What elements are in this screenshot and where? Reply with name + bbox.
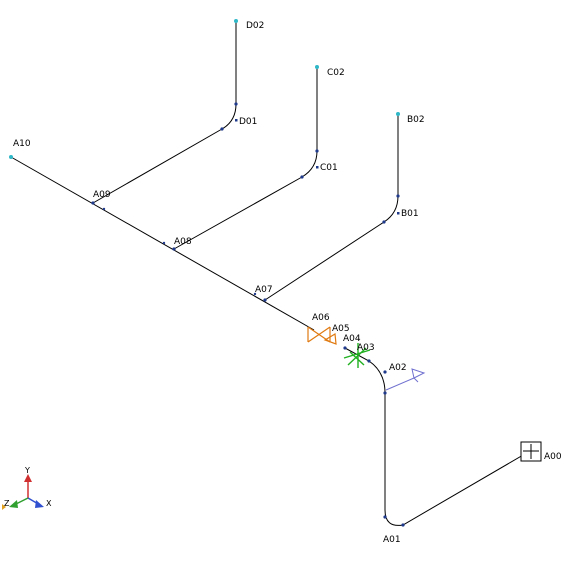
node-b01-bend-marker xyxy=(382,220,386,224)
c01-square-marker xyxy=(316,166,319,169)
main-pipe[interactable] xyxy=(10,156,315,331)
label-c01: C01 xyxy=(320,163,338,173)
label-b02: B02 xyxy=(407,115,425,125)
label-d01: D01 xyxy=(239,117,257,127)
label-b01: B01 xyxy=(401,209,419,219)
z-axis-arrow-icon xyxy=(9,500,18,508)
axis-label-y: Y xyxy=(24,466,30,475)
label-c02: C02 xyxy=(327,68,345,78)
node-d01-bend-marker xyxy=(220,127,224,131)
node-a08b-marker xyxy=(162,241,166,245)
node-c01-bend-marker xyxy=(300,175,304,179)
label-a08: A08 xyxy=(174,237,192,247)
node-a02-marker[interactable] xyxy=(383,370,387,374)
label-a07: A07 xyxy=(255,285,273,295)
label-a09: A09 xyxy=(93,190,111,200)
node-b01b-marker xyxy=(396,194,400,198)
node-a02b-marker xyxy=(383,391,387,395)
y-axis-arrow-icon xyxy=(24,474,32,482)
node-a01b-marker xyxy=(401,523,405,527)
node-d02-marker[interactable] xyxy=(234,19,238,23)
lower-pipe[interactable] xyxy=(344,347,531,526)
axis-label-z: Z xyxy=(4,499,10,508)
node-a09-marker[interactable] xyxy=(91,201,95,205)
branch-d-pipe[interactable] xyxy=(92,21,237,204)
branch-b-pipe[interactable] xyxy=(264,114,399,301)
label-a01: A01 xyxy=(383,535,401,545)
label-a04: A04 xyxy=(343,334,361,344)
label-d02: D02 xyxy=(246,21,264,31)
label-a00: A00 xyxy=(544,452,562,462)
b01-square-marker xyxy=(397,212,400,215)
axis-triad: Y X Z xyxy=(2,466,52,510)
support-a03[interactable] xyxy=(343,343,371,368)
label-a05: A05 xyxy=(332,324,350,334)
node-d01b-marker xyxy=(234,102,238,106)
anchor-a00[interactable] xyxy=(520,441,542,462)
direction-arrow[interactable] xyxy=(385,368,426,391)
node-a07b-marker xyxy=(253,292,257,296)
node-a04-marker[interactable] xyxy=(343,346,347,350)
label-a06: A06 xyxy=(312,313,330,323)
node-a07-marker[interactable] xyxy=(263,298,267,302)
node-a10-marker[interactable] xyxy=(9,155,13,159)
label-a03: A03 xyxy=(357,343,375,353)
node-a03-marker[interactable] xyxy=(367,359,371,363)
x-axis-arrow-icon xyxy=(35,500,44,508)
axis-label-x: X xyxy=(46,499,52,508)
valve-a06[interactable] xyxy=(307,326,331,343)
d01-square-marker xyxy=(235,119,238,122)
node-a09b-marker xyxy=(102,207,106,211)
node-a01-marker[interactable] xyxy=(383,515,387,519)
node-c01b-marker xyxy=(315,149,319,153)
reducer-a05[interactable] xyxy=(323,332,337,345)
branch-c-pipe[interactable] xyxy=(173,67,318,250)
label-a02: A02 xyxy=(389,363,407,373)
node-c02-marker[interactable] xyxy=(315,65,319,69)
z-origin-marker xyxy=(2,504,6,510)
label-a10: A10 xyxy=(13,139,31,149)
node-a08-marker[interactable] xyxy=(172,247,176,251)
node-b02-marker[interactable] xyxy=(396,112,400,116)
